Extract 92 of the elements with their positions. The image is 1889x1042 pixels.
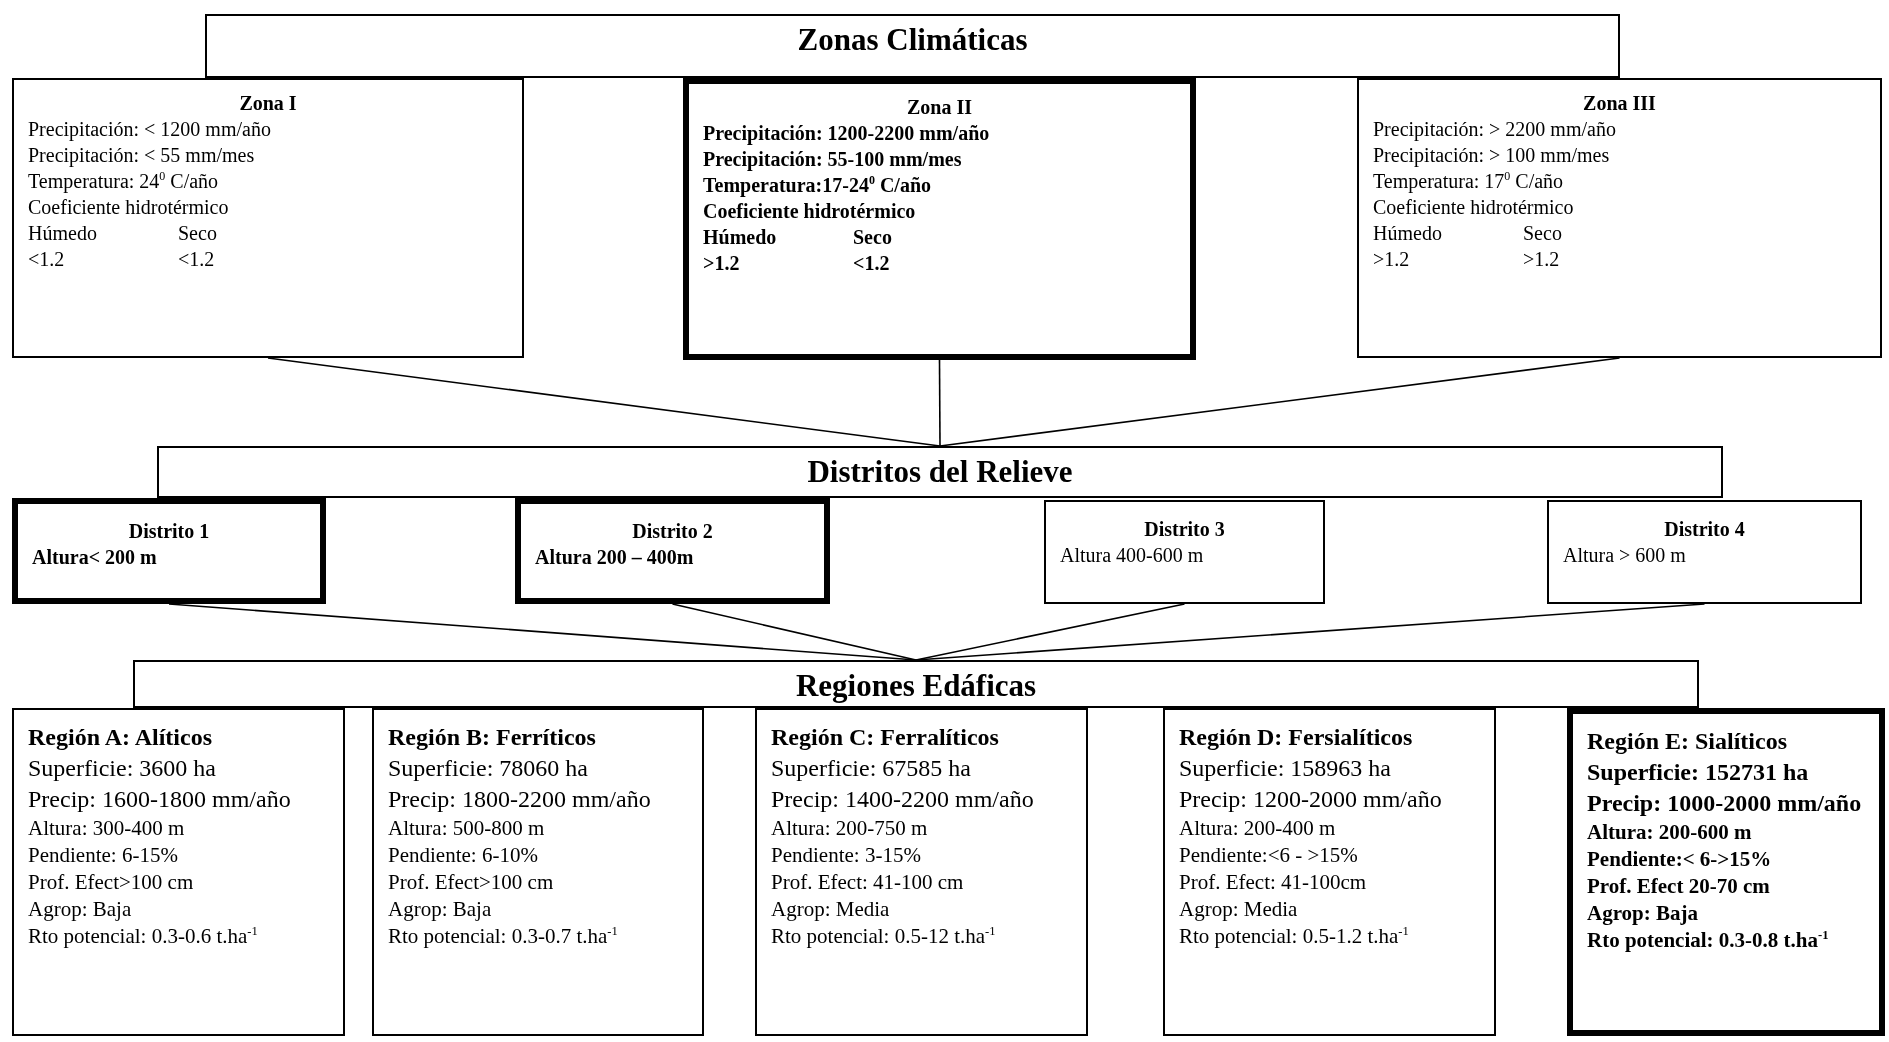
coefficient-value: <1.2 bbox=[178, 247, 216, 272]
region-detail: Superficie: 67585 ha bbox=[771, 754, 972, 783]
zone-detail: Precipitación: 1200-2200 mm/año bbox=[703, 121, 991, 146]
zone-detail: Precipitación: 55-100 mm/mes bbox=[703, 147, 963, 172]
zone-detail: Coeficiente hidrotérmico bbox=[703, 199, 917, 224]
coefficient-value: >1.2 bbox=[1373, 247, 1411, 272]
zone-detail: Temperatura: 24$^{0}$ C/año bbox=[28, 168, 220, 194]
region-detail: Pendiente: 3-15% bbox=[771, 842, 922, 869]
zone-detail: Coeficiente hidrotérmico bbox=[28, 195, 230, 220]
region-detail: Pendiente: 6-15% bbox=[28, 842, 179, 869]
region-detail: Precip: 1800-2200 mm/año bbox=[388, 785, 652, 814]
region-detail: Precip: 1600-1800 mm/año bbox=[28, 785, 292, 814]
region-detail: Agrop: Baja bbox=[1587, 900, 1700, 927]
region-heading: Región E: Sialíticos bbox=[1587, 727, 1788, 756]
region-box bbox=[1163, 708, 1496, 1036]
section-frame bbox=[157, 446, 1723, 498]
region-detail: Pendiente: 6-10% bbox=[388, 842, 539, 869]
district-detail: Altura 200 – 400m bbox=[535, 545, 695, 570]
region-detail: Superficie: 158963 ha bbox=[1179, 754, 1392, 783]
district-detail: Altura 400-600 m bbox=[1060, 543, 1205, 568]
region-heading: Región A: Alíticos bbox=[28, 723, 213, 752]
coefficient-value: <1.2 bbox=[28, 247, 66, 272]
coefficient-value: Húmedo bbox=[703, 225, 778, 250]
region-detail: Prof. Efect>100 cm bbox=[388, 869, 555, 896]
connector-line bbox=[939, 357, 1621, 447]
district-detail: Altura > 600 m bbox=[1563, 543, 1687, 568]
region-heading: Región D: Fersialíticos bbox=[1179, 723, 1414, 752]
zone-detail: Precipitación: < 55 mm/mes bbox=[28, 143, 256, 168]
region-detail: Precip: 1200-2000 mm/año bbox=[1179, 785, 1443, 814]
district-heading: Distrito 3 bbox=[1143, 517, 1226, 542]
zone-detail: Precipitación: > 2200 mm/año bbox=[1373, 117, 1617, 142]
region-detail: Precip: 1400-2200 mm/año bbox=[771, 785, 1035, 814]
region-detail: Prof. Efect: 41-100 cm bbox=[771, 869, 965, 896]
connector-line bbox=[671, 603, 917, 661]
region-box bbox=[12, 708, 345, 1036]
region-detail: Altura: 200-600 m bbox=[1587, 819, 1753, 846]
zone-detail: Temperatura:17-24$^{0}$ C/año bbox=[703, 172, 933, 198]
district-heading: Distrito 1 bbox=[127, 519, 211, 544]
coefficient-value: <1.2 bbox=[853, 251, 891, 276]
region-detail: Prof. Efect 20-70 cm bbox=[1587, 873, 1771, 900]
region-detail: Altura: 200-750 m bbox=[771, 815, 929, 842]
zone-box bbox=[683, 78, 1196, 360]
region-detail: Prof. Efect: 41-100cm bbox=[1179, 869, 1368, 896]
coefficient-value: Húmedo bbox=[1373, 221, 1443, 246]
district-box bbox=[12, 498, 326, 604]
zone-detail: Precipitación: > 100 mm/mes bbox=[1373, 143, 1611, 168]
region-detail: Rto potencial: 0.3-0.6 t.ha$^{-1}$ bbox=[28, 923, 259, 950]
region-box bbox=[755, 708, 1088, 1036]
connector-line bbox=[267, 357, 941, 447]
coefficient-value: >1.2 bbox=[703, 251, 741, 276]
zone-box bbox=[12, 78, 524, 358]
region-detail: Agrop: Baja bbox=[388, 896, 493, 923]
zone-detail: Temperatura: 17$^{0}$ C/año bbox=[1373, 168, 1565, 194]
region-detail: Altura: 300-400 m bbox=[28, 815, 186, 842]
region-box bbox=[1567, 708, 1885, 1036]
coefficient-value: Seco bbox=[178, 221, 218, 246]
coefficient-value: Seco bbox=[853, 225, 893, 250]
region-detail: Superficie: 152731 ha bbox=[1587, 758, 1810, 787]
region-detail: Superficie: 3600 ha bbox=[28, 754, 217, 783]
region-detail: Agrop: Media bbox=[1179, 896, 1299, 923]
region-detail: Agrop: Baja bbox=[28, 896, 133, 923]
region-detail: Rto potencial: 0.5-12 t.ha$^{-1}$ bbox=[771, 923, 997, 950]
zone-heading: Zona I bbox=[238, 91, 298, 116]
district-box bbox=[1044, 500, 1325, 604]
coefficient-value: Seco bbox=[1523, 221, 1563, 246]
connector-line bbox=[938, 359, 941, 447]
district-heading: Distrito 4 bbox=[1663, 517, 1746, 542]
district-detail: Altura< 200 m bbox=[32, 545, 158, 570]
region-detail: Superficie: 78060 ha bbox=[388, 754, 589, 783]
zone-detail: Coeficiente hidrotérmico bbox=[1373, 195, 1575, 220]
region-detail: Pendiente:< 6->15% bbox=[1587, 846, 1773, 873]
district-box bbox=[1547, 500, 1862, 604]
region-detail: Altura: 500-800 m bbox=[388, 815, 546, 842]
coefficient-value: Húmedo bbox=[28, 221, 98, 246]
district-heading: Distrito 2 bbox=[631, 519, 714, 544]
region-heading: Región B: Ferríticos bbox=[388, 723, 597, 752]
region-detail: Rto potencial: 0.3-0.8 t.ha$^{-1}$ bbox=[1587, 927, 1830, 954]
coefficient-value: >1.2 bbox=[1523, 247, 1561, 272]
zone-heading: Zona III bbox=[1582, 91, 1657, 116]
district-box bbox=[515, 498, 830, 604]
zone-detail: Precipitación: < 1200 mm/año bbox=[28, 117, 272, 142]
region-detail: Precip: 1000-2000 mm/año bbox=[1587, 789, 1863, 818]
region-box bbox=[372, 708, 704, 1036]
zone-box bbox=[1357, 78, 1882, 358]
region-detail: Prof. Efect>100 cm bbox=[28, 869, 195, 896]
region-heading: Región C: Ferralíticos bbox=[771, 723, 1000, 752]
region-detail: Altura: 200-400 m bbox=[1179, 815, 1337, 842]
region-detail: Pendiente:<6 - >15% bbox=[1179, 842, 1359, 869]
zone-heading: Zona II bbox=[906, 95, 973, 120]
region-detail: Agrop: Media bbox=[771, 896, 891, 923]
region-detail: Rto potencial: 0.5-1.2 t.ha$^{-1}$ bbox=[1179, 923, 1410, 950]
region-detail: Rto potencial: 0.3-0.7 t.ha$^{-1}$ bbox=[388, 923, 619, 950]
